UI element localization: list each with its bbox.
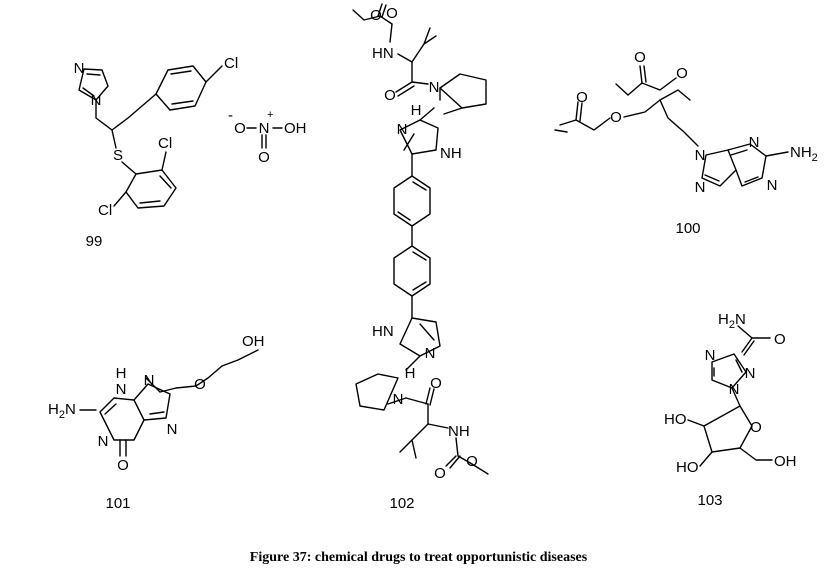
atom-h: H <box>405 365 416 382</box>
atom-o: O <box>576 89 588 106</box>
atom-o: O <box>434 465 446 482</box>
compound-number-101: 101 <box>105 495 130 512</box>
atom-o: O <box>194 376 206 393</box>
atom-o: O <box>117 457 129 474</box>
compound-number-100: 100 <box>675 220 700 237</box>
compound-101: OH O H2N H N N N N O 101 <box>48 333 265 512</box>
atom-n: N <box>74 60 85 77</box>
atom-o: O <box>386 5 398 22</box>
atom-n: N <box>749 134 760 151</box>
compound-100: O O O O N N N N NH2 100 <box>554 49 818 237</box>
atom-nh2: NH2 <box>790 144 818 164</box>
atom-h2n: H2N <box>718 311 746 331</box>
atom-o: O <box>676 65 688 82</box>
atom-charge-minus: - <box>228 107 233 124</box>
compound-102: O O HN N O H N NH HN N H N O NH O O 102 <box>352 3 489 512</box>
atom-ho: HO <box>676 459 699 476</box>
atom-cl: Cl <box>98 202 112 219</box>
atom-n: N <box>144 372 155 389</box>
atom-o: O <box>466 453 478 470</box>
compound-103: H2N O N N N HO O HO OH 103 <box>664 311 797 509</box>
atom-n: N <box>695 179 706 196</box>
atom-n: N <box>429 79 440 96</box>
atom-oh: OH <box>774 453 797 470</box>
atom-o: O <box>634 49 646 66</box>
atom-n: N <box>729 381 740 398</box>
atom-s: S <box>113 147 123 164</box>
atom-n: N <box>98 433 109 450</box>
atom-o: O <box>258 149 270 166</box>
atom-h: H <box>116 365 127 382</box>
atom-ho: HO <box>664 411 687 428</box>
atom-cl: Cl <box>224 55 238 72</box>
atom-o: O <box>234 120 246 137</box>
atom-o: O <box>430 375 442 392</box>
atom-n: N <box>767 177 778 194</box>
atom-o: O <box>370 7 382 24</box>
atom-n: N <box>705 347 716 364</box>
compound-99: N N Cl S Cl Cl - O N + OH O 99 <box>74 55 307 250</box>
atom-nh: NH <box>440 145 462 162</box>
atom-hn: HN <box>372 45 394 62</box>
atom-o: O <box>384 87 396 104</box>
atom-n: N <box>397 121 408 138</box>
atom-n: N <box>393 391 404 408</box>
figure-caption: Figure 37: chemical drugs to treat oppor… <box>249 550 588 565</box>
atom-n: N <box>745 365 756 382</box>
atom-n: N <box>116 381 127 398</box>
atom-o: O <box>774 331 786 348</box>
atom-o: O <box>610 109 622 126</box>
compound-number-99: 99 <box>86 233 103 250</box>
atom-nh: NH <box>448 423 470 440</box>
compound-number-102: 102 <box>389 495 414 512</box>
atom-hn: HN <box>372 323 394 340</box>
compound-number-103: 103 <box>697 492 722 509</box>
atom-n: N <box>425 345 436 362</box>
atom-n: N <box>695 147 706 164</box>
atom-n: N <box>259 120 270 137</box>
atom-charge-plus: + <box>267 109 273 121</box>
atom-oh: OH <box>242 333 265 350</box>
atom-o: O <box>750 419 762 436</box>
atom-oh: OH <box>284 120 307 137</box>
atom-n: N <box>167 421 178 438</box>
atom-cl: Cl <box>158 135 172 152</box>
atom-n: N <box>91 92 102 109</box>
atom-h: H <box>411 102 422 119</box>
atom-h2n: H2N <box>48 401 76 421</box>
